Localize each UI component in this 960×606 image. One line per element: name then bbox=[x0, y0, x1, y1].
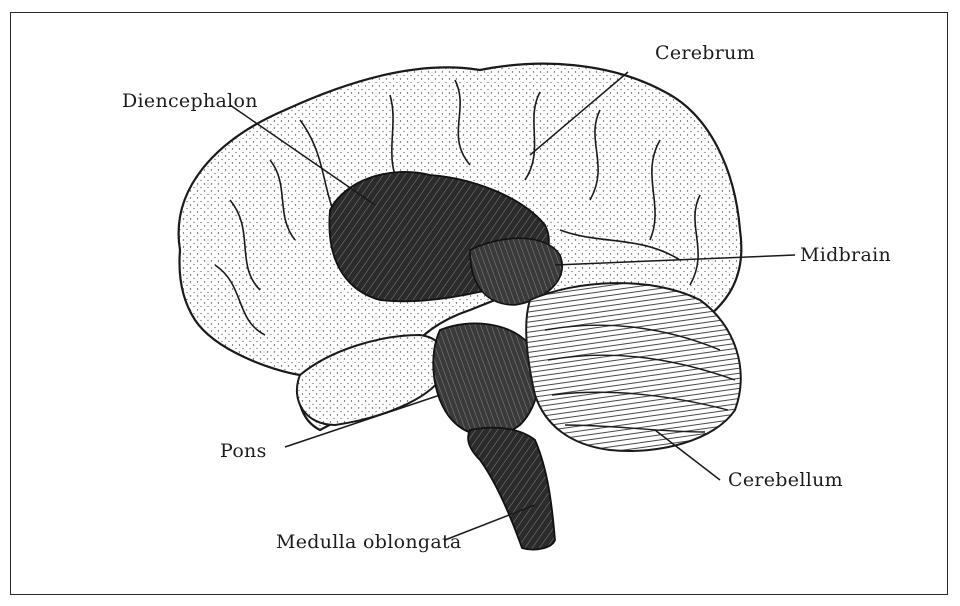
label-midbrain: Midbrain bbox=[800, 246, 891, 265]
label-medulla-oblongata: Medulla oblongata bbox=[276, 533, 462, 552]
label-cerebrum: Cerebrum bbox=[655, 44, 755, 63]
pons-shape bbox=[433, 323, 538, 435]
label-pons: Pons bbox=[220, 442, 267, 461]
medulla-shape bbox=[468, 428, 555, 550]
cerebellum-shape bbox=[526, 283, 741, 451]
label-cerebellum: Cerebellum bbox=[728, 471, 843, 490]
label-diencephalon: Diencephalon bbox=[122, 92, 258, 111]
